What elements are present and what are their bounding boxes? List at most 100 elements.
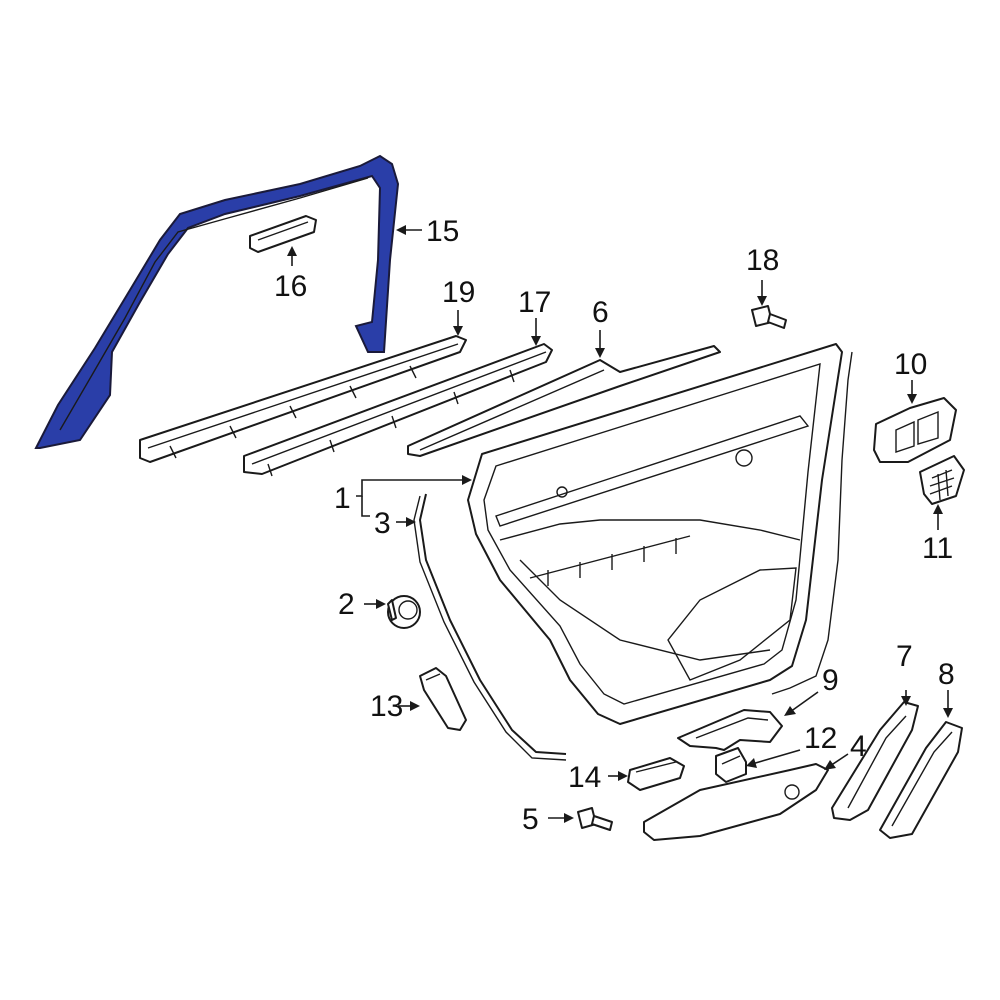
- callout-12: 12: [804, 722, 837, 755]
- part-13-shape: [419, 667, 467, 731]
- part-1-hole-left: [556, 486, 568, 498]
- part-9-bracket[interactable]: [677, 709, 783, 751]
- callout-18: 18: [746, 244, 779, 277]
- arrow-12: [746, 758, 757, 768]
- part-11-frame: [919, 455, 965, 505]
- leader-1-bracket: [361, 496, 370, 517]
- part-5-screw[interactable]: [577, 807, 613, 831]
- part-7-pull-handle[interactable]: [831, 701, 919, 821]
- callout-5: 5: [522, 803, 539, 836]
- part-8-shape: [879, 721, 963, 839]
- part-11-speaker-grille[interactable]: [919, 455, 965, 505]
- part-10-switch-bezel[interactable]: [873, 397, 957, 463]
- part-1-clip-row: [529, 535, 691, 586]
- callout-19: 19: [442, 276, 475, 309]
- callout-16: 16: [274, 270, 307, 303]
- callout-4: 4: [850, 730, 867, 763]
- part-16-detail: [257, 221, 309, 241]
- arrow-13: [410, 701, 420, 711]
- arrow-2: [376, 599, 386, 609]
- part-2-clip[interactable]: [387, 595, 421, 629]
- callout-labels: 15 16 19 17 6 18 10 11 1 3 2 13 9 12 4 7…: [274, 215, 955, 836]
- part-9-detail: [695, 717, 769, 739]
- part-4-shape: [643, 763, 829, 841]
- callout-1: 1: [334, 482, 351, 515]
- part-15-window-frame-trim[interactable]: [34, 154, 400, 449]
- part-13-detail: [425, 673, 441, 681]
- part-6-detail: [419, 369, 605, 451]
- arrow-18: [757, 296, 767, 306]
- part-5-shank: [591, 815, 613, 831]
- arrow-4: [824, 760, 836, 770]
- part-12-detail: [721, 755, 741, 765]
- arrow-15: [396, 225, 406, 235]
- door-edge-seal-right: [771, 351, 853, 695]
- part-17-detail: [251, 351, 547, 477]
- arrow-11: [933, 504, 943, 514]
- arrow-5: [564, 813, 574, 823]
- part-6-upper-trim-strip[interactable]: [407, 345, 721, 457]
- part-11-mesh: [929, 469, 955, 501]
- part-13-cover[interactable]: [419, 667, 467, 731]
- callout-2: 2: [338, 588, 355, 621]
- part-10-slot-right: [917, 410, 939, 445]
- part-19-belt-molding-outer[interactable]: [139, 335, 467, 463]
- part-12-switch[interactable]: [715, 747, 747, 783]
- arrow-1: [462, 475, 472, 485]
- callout-9: 9: [822, 664, 839, 697]
- callout-6: 6: [592, 296, 609, 329]
- part-7-shape: [831, 701, 919, 821]
- part-6-shape: [407, 345, 721, 457]
- arrow-8: [943, 708, 953, 718]
- part-14-detail: [635, 761, 677, 773]
- leader-1: [356, 479, 466, 497]
- part-2-inner: [398, 600, 418, 620]
- part-17-belt-seal-inner[interactable]: [243, 343, 553, 477]
- callout-8: 8: [938, 658, 955, 691]
- callout-7: 7: [896, 640, 913, 673]
- part-1-armrest-contour: [499, 519, 801, 661]
- part-2-stem: [387, 599, 397, 621]
- part-9-shape: [677, 709, 783, 751]
- leader-lines: [287, 225, 953, 823]
- callout-14: 14: [568, 761, 601, 794]
- part-18-shank: [767, 313, 787, 329]
- part-14-shape: [627, 757, 685, 791]
- part-10-outer: [873, 397, 957, 463]
- arrow-7: [901, 696, 911, 706]
- part-16-shape: [249, 215, 317, 253]
- part-10-slot-left: [895, 420, 915, 453]
- part-19-shape: [139, 335, 467, 463]
- part-1-upper-bracket: [495, 415, 810, 527]
- part-7-detail: [847, 715, 907, 809]
- part-2-cap: [387, 595, 421, 629]
- part-3-shape: [419, 493, 567, 755]
- arrow-6: [595, 348, 605, 358]
- part-18-screw[interactable]: [751, 305, 787, 329]
- callout-17: 17: [518, 286, 551, 319]
- callout-11: 11: [922, 532, 953, 565]
- arrow-10: [907, 394, 917, 404]
- callout-3: 3: [374, 507, 391, 540]
- part-1-door-trim-panel[interactable]: [467, 343, 843, 725]
- arrow-19: [453, 326, 463, 336]
- part-16-clip[interactable]: [249, 215, 317, 253]
- part-1-handle-recess: [667, 567, 797, 681]
- callout-15: 15: [426, 215, 459, 248]
- arrow-16: [287, 246, 297, 256]
- part-4-armrest[interactable]: [643, 763, 829, 841]
- part-3-edge-seal[interactable]: [413, 493, 567, 761]
- part-8-handle-cover[interactable]: [879, 721, 963, 839]
- part-14-mount[interactable]: [627, 757, 685, 791]
- callout-10: 10: [894, 348, 927, 381]
- part-8-detail: [891, 731, 953, 827]
- arrow-14: [618, 771, 628, 781]
- part-15-inner-edge: [59, 177, 369, 431]
- part-19-detail: [147, 343, 459, 459]
- arrow-3: [406, 517, 416, 527]
- leader-9: [789, 691, 819, 713]
- part-15-shape: [34, 154, 400, 449]
- callout-13: 13: [370, 690, 403, 723]
- part-3-inner-line: [413, 495, 567, 761]
- part-1-inner-recess: [483, 363, 821, 705]
